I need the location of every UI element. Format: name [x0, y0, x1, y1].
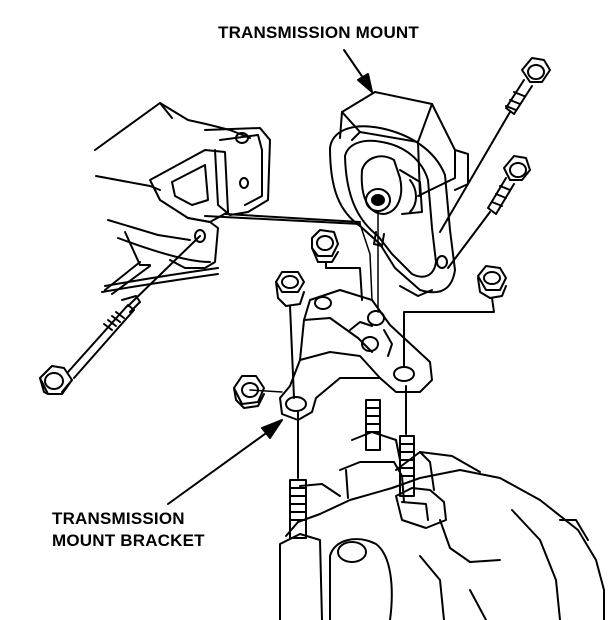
nut-4 [233, 375, 265, 409]
nut-2 [275, 271, 305, 399]
alignment-lines [249, 211, 379, 393]
stud-left [289, 411, 307, 539]
transmission-mount [329, 91, 469, 297]
frame-rail [94, 102, 361, 295]
transmission-mount-label: TRANSMISSION MOUNT [218, 23, 419, 42]
transmission-mount-bracket [279, 289, 433, 421]
through-bolt [39, 235, 201, 395]
stud-right [399, 385, 415, 497]
bracket-label-line1: TRANSMISSION [52, 509, 185, 528]
bolt-upper-2 [447, 155, 531, 269]
stud-center [365, 399, 381, 451]
nut-1 [311, 229, 363, 301]
label-arrow-bracket [167, 419, 283, 505]
transmission-mount-bracket-label: TRANSMISSION MOUNT BRACKET [52, 508, 205, 552]
label-arrow-mount [343, 49, 373, 93]
bolt-upper-1 [439, 57, 551, 233]
transmission-case [279, 431, 605, 620]
bracket-label-line2: MOUNT BRACKET [52, 531, 205, 550]
